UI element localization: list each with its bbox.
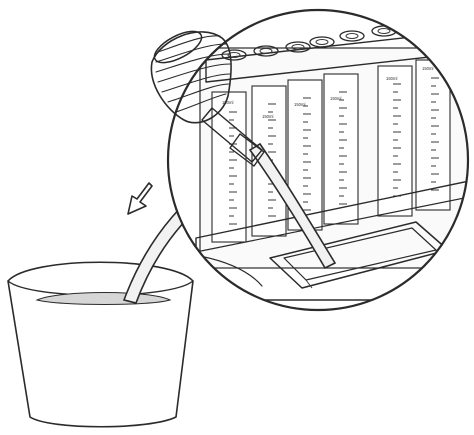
cylinder-6: 150ml [416,60,450,210]
pump-cap [150,25,206,69]
cylinder-label: 150ml [222,100,233,105]
bucket [8,262,193,427]
cylinder-body [416,60,450,210]
cylinder-label: 150ml [386,76,397,81]
bucket-body [8,262,193,427]
cylinder-label: 150ml [262,114,273,119]
cylinder-4: 150ml [324,74,358,224]
cylinder-label: 150ml [422,66,433,71]
arrow-down-left-icon [128,183,152,214]
bucket-liquid [37,293,170,305]
